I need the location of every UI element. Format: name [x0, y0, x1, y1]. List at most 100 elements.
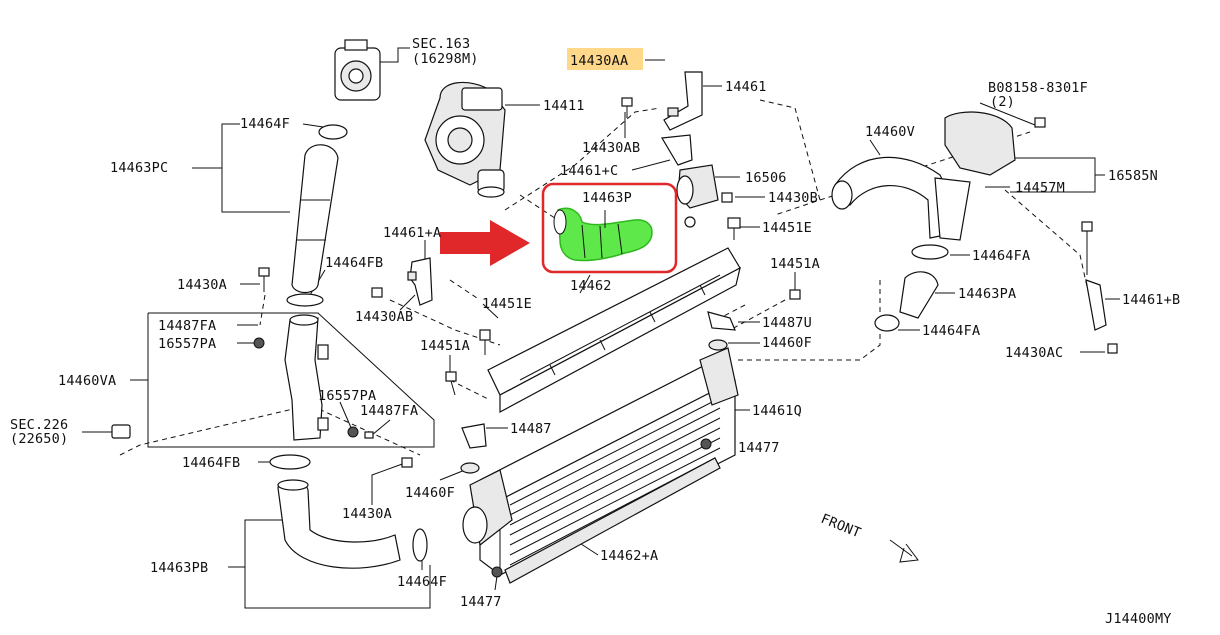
hose-clamp-fb-part [286, 293, 324, 307]
clip-14451e-mid-part [479, 329, 491, 355]
nut-14430b-part [721, 192, 733, 203]
bracket-14487-part [461, 423, 487, 449]
green-hose-part [557, 207, 653, 262]
sensor-sec226-part [111, 424, 131, 439]
label-14430a-left: 14430A [177, 277, 227, 293]
label-14477-bottom: 14477 [460, 594, 502, 610]
highlighted-hose-14463p [541, 182, 678, 274]
nut-16557pa-part [253, 337, 265, 349]
label-16557pa-bottom: 16557PA [318, 388, 376, 404]
label-14477-right: 14477 [738, 440, 780, 456]
grommet-14460f-part [708, 339, 728, 351]
label-14464fa-bottom: 14464FA [922, 323, 980, 339]
label-sec226-sub: (22650) [10, 431, 68, 447]
label-14430ab-top: 14430AB [582, 140, 640, 156]
intake-hose-pc-part [291, 144, 339, 294]
pipe-14460va-part [284, 314, 329, 441]
label-14487fa-top: 14487FA [158, 318, 216, 334]
sensor-16506-part [676, 164, 719, 209]
air-duct-lower-part [504, 457, 721, 584]
label-14457m: 14457M [1015, 180, 1065, 196]
label-diagram-id: J14400MY [1105, 611, 1172, 627]
label-14463pb: 14463PB [150, 560, 208, 576]
label-sec226: SEC.226 [10, 417, 68, 433]
label-14451e-mid: 14451E [482, 296, 532, 312]
bracket-14461a-part [407, 257, 433, 306]
bolt-14451a-right-part [789, 289, 801, 300]
intake-hose-pb-part [277, 479, 401, 569]
label-14461b: 14461+B [1122, 292, 1180, 308]
label-16506: 16506 [745, 170, 787, 186]
label-16557pa-top: 16557PA [158, 336, 216, 352]
clip-14451e-part [727, 217, 741, 240]
label-14461c: 14461+C [560, 163, 618, 179]
part-labels: SEC.163 (16298M) 14430AA 14461 14411 B08… [10, 36, 1180, 627]
label-14430ac: 14430AC [1005, 345, 1063, 361]
label-14461: 14461 [725, 79, 767, 95]
turbocharger-part [424, 81, 506, 198]
red-arrow-icon [440, 220, 530, 266]
label-14463pa: 14463PA [958, 286, 1016, 302]
washer-part [684, 216, 696, 228]
label-14430ab-mid: 14430AB [355, 309, 413, 325]
label-08158-8301f: B08158-8301F [988, 80, 1088, 96]
label-14464f-bottom: 14464F [397, 574, 447, 590]
parts [111, 39, 1118, 584]
label-14464fb-bottom: 14464FB [182, 455, 240, 471]
hose-clamp-f-bottom-part [412, 528, 428, 562]
throttle-body-part [334, 39, 381, 101]
label-14430aa: 14430AA [570, 53, 628, 69]
label-14461q: 14461Q [752, 403, 802, 419]
label-14430b: 14430B [768, 190, 818, 206]
nut-16557pa-bottom-part [347, 426, 359, 438]
pipe-14457m-part [934, 177, 971, 241]
hose-clamp-fa-lower-part [874, 314, 900, 332]
label-14464fa-top: 14464FA [972, 248, 1030, 264]
bolt-14430a-part [258, 267, 270, 292]
label-14430a-bottom: 14430A [342, 506, 392, 522]
intake-hose-pa-part [899, 271, 939, 319]
bracket-14461b-part [1081, 221, 1118, 354]
grommet-14460f-bottom-part [460, 462, 480, 474]
label-14461a: 14461+A [383, 225, 441, 241]
label-14411: 14411 [543, 98, 585, 114]
leader-lines [82, 47, 1120, 609]
label-14487u: 14487U [762, 315, 812, 331]
grommet-14477-right-part [700, 438, 712, 450]
label-14464f-top: 14464F [240, 116, 290, 132]
air-duct-14462-part [487, 247, 741, 414]
label-14451a-right: 14451A [770, 256, 820, 272]
hose-clamp-part [318, 124, 348, 140]
label-14463p: 14463P [582, 190, 632, 206]
assembly-box-14460va [147, 312, 435, 448]
hose-clamp-fb-bottom-part [269, 454, 311, 470]
label-16585n: 16585N [1108, 168, 1158, 184]
label-08158-qty: (2) [990, 94, 1015, 110]
label-14460va: 14460VA [58, 373, 116, 389]
label-14460f-right: 14460F [762, 335, 812, 351]
bolt-14430ab-part [371, 287, 383, 298]
label-14451e-top: 14451E [762, 220, 812, 236]
label-sec163: SEC.163 [412, 36, 470, 52]
bracket-14461-part [663, 71, 703, 131]
label-14464fb-top: 14464FB [325, 255, 383, 271]
label-14487fa-bottom: 14487FA [360, 403, 418, 419]
label-14463pc: 14463PC [110, 160, 168, 176]
part-number-highlight [567, 48, 643, 70]
front-arrow-icon [889, 539, 919, 563]
label-14460f-bottom: 14460F [405, 485, 455, 501]
hose-clamp-fa-part [911, 244, 949, 260]
label-14460v: 14460V [865, 124, 915, 140]
bolt-14430aa-part [621, 97, 633, 118]
bracket-14461c-part [661, 134, 693, 166]
label-14451a-mid: 14451A [420, 338, 470, 354]
clip-14487fa-part [364, 431, 374, 439]
label-14462: 14462 [570, 278, 612, 294]
bolt-14430a-bottom-part [401, 457, 413, 468]
bracket-14487u-part [707, 311, 736, 331]
intercooler-part [462, 347, 739, 576]
label-14462a: 14462+A [600, 548, 658, 564]
grommet-14477-bottom-part [491, 566, 503, 578]
label-sec163-sub: (16298M) [412, 51, 479, 67]
